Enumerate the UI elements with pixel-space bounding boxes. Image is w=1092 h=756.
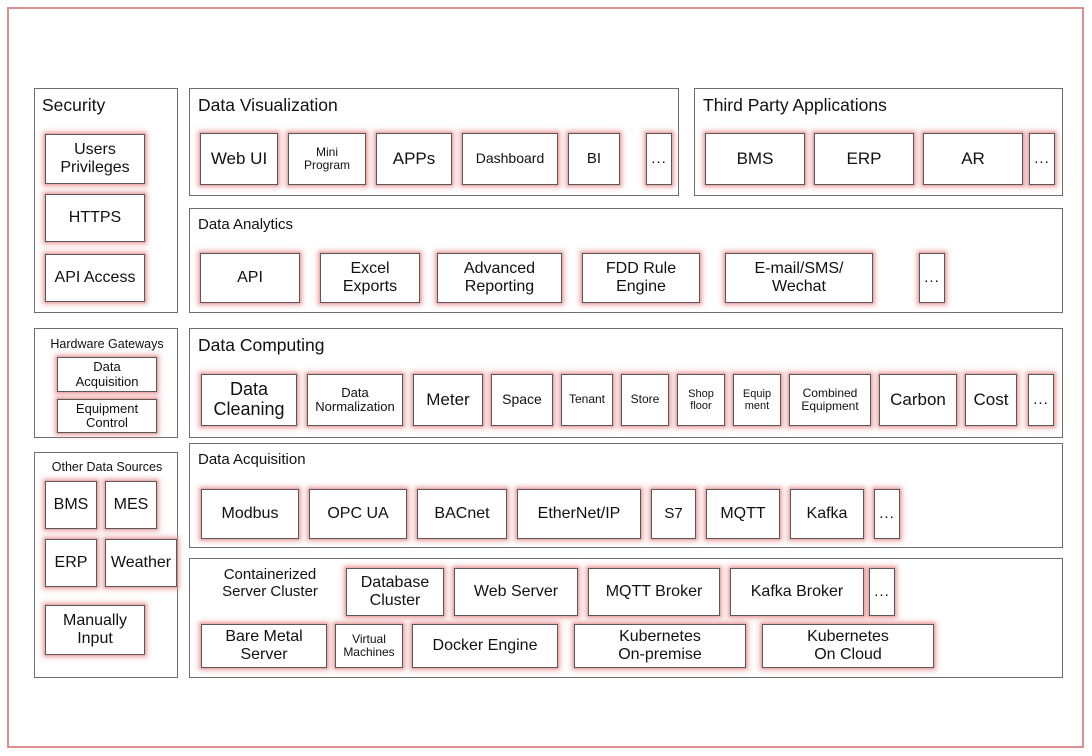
other-data-source-item-erp[interactable]: ERP [45, 539, 97, 587]
security-item-https[interactable]: HTTPS [45, 194, 145, 242]
data-computing-item-shop-floor[interactable]: Shop floor [677, 374, 725, 426]
data-acquisition-item-ethernet-ip[interactable]: EtherNet/IP [517, 489, 641, 539]
containerized-bottom-item-kubernetes-on-cloud[interactable]: Kubernetes On Cloud [762, 624, 934, 668]
data-acquisition-item-kafka[interactable]: Kafka [790, 489, 864, 539]
panel-data-visualization: Data Visualization Web UI Mini Program A… [189, 88, 679, 196]
data-acquisition-item-bacnet[interactable]: BACnet [417, 489, 507, 539]
data-acquisition-item-more[interactable]: ... [874, 489, 900, 539]
other-data-source-item-bms[interactable]: BMS [45, 481, 97, 529]
third-party-item-erp[interactable]: ERP [814, 133, 914, 185]
panel-data-visualization-title: Data Visualization [198, 95, 338, 115]
data-computing-item-data-normalization[interactable]: Data Normalization [307, 374, 403, 426]
panel-data-computing-title: Data Computing [198, 335, 325, 355]
data-computing-item-tenant[interactable]: Tenant [561, 374, 613, 426]
containerized-top-item-web-server[interactable]: Web Server [454, 568, 578, 616]
data-computing-item-space[interactable]: Space [491, 374, 553, 426]
panel-other-data-sources: Other Data Sources BMS MES ERP Weather M… [34, 452, 178, 678]
panel-data-analytics-title: Data Analytics [198, 216, 294, 233]
data-analytics-item-fdd-rule-engine[interactable]: FDD Rule Engine [582, 253, 700, 303]
panel-data-analytics: Data Analytics API Excel Exports Advance… [189, 208, 1063, 313]
third-party-item-ar[interactable]: AR [923, 133, 1023, 185]
security-item-users-privileges[interactable]: Users Privileges [45, 134, 145, 184]
data-visualization-item-bi[interactable]: BI [568, 133, 620, 185]
hardware-gateway-item-data-acquisition[interactable]: Data Acquisition [57, 357, 157, 392]
data-visualization-item-web-ui[interactable]: Web UI [200, 133, 278, 185]
panel-data-acquisition-title: Data Acquisition [198, 451, 306, 468]
data-computing-item-equipment[interactable]: Equip ment [733, 374, 781, 426]
data-computing-item-combined-equipment[interactable]: Combined Equipment [789, 374, 871, 426]
panel-third-party-applications: Third Party Applications BMS ERP AR ... [694, 88, 1063, 196]
security-item-api-access[interactable]: API Access [45, 254, 145, 302]
containerized-top-item-mqtt-broker[interactable]: MQTT Broker [588, 568, 720, 616]
containerized-top-item-database-cluster[interactable]: Database Cluster [346, 568, 444, 616]
other-data-source-item-weather[interactable]: Weather [105, 539, 177, 587]
data-analytics-item-email-sms-wechat[interactable]: E-mail/SMS/ Wechat [725, 253, 873, 303]
panel-containerized-server-cluster: Containerized Server Cluster Database Cl… [189, 558, 1063, 678]
data-computing-item-meter[interactable]: Meter [413, 374, 483, 426]
third-party-item-more[interactable]: ... [1029, 133, 1055, 185]
data-visualization-item-dashboard[interactable]: Dashboard [462, 133, 558, 185]
data-visualization-item-mini-program[interactable]: Mini Program [288, 133, 366, 185]
data-computing-item-carbon[interactable]: Carbon [879, 374, 957, 426]
data-acquisition-item-mqtt[interactable]: MQTT [706, 489, 780, 539]
panel-containerized-server-cluster-title: Containerized Server Cluster [222, 566, 318, 600]
data-analytics-item-advanced-reporting[interactable]: Advanced Reporting [437, 253, 562, 303]
other-data-source-item-manually-input[interactable]: Manually Input [45, 605, 145, 655]
data-analytics-item-excel-exports[interactable]: Excel Exports [320, 253, 420, 303]
panel-hardware-gateways-title: Hardware Gateways [50, 337, 164, 351]
third-party-item-bms[interactable]: BMS [705, 133, 805, 185]
panel-data-computing: Data Computing Data Cleaning Data Normal… [189, 328, 1063, 438]
containerized-bottom-item-virtual-machines[interactable]: Virtual Machines [335, 624, 403, 668]
data-visualization-item-apps[interactable]: APPs [376, 133, 452, 185]
panel-hardware-gateways: Hardware Gateways Data Acquisition Equip… [34, 328, 178, 438]
data-analytics-item-api[interactable]: API [200, 253, 300, 303]
data-visualization-item-more[interactable]: ... [646, 133, 672, 185]
panel-data-acquisition: Data Acquisition Modbus OPC UA BACnet Et… [189, 443, 1063, 548]
hardware-gateway-item-equipment-control[interactable]: Equipment Control [57, 399, 157, 433]
data-acquisition-item-s7[interactable]: S7 [651, 489, 696, 539]
data-acquisition-item-opc-ua[interactable]: OPC UA [309, 489, 407, 539]
data-computing-item-data-cleaning[interactable]: Data Cleaning [201, 374, 297, 426]
panel-security: Security Users Privileges HTTPS API Acce… [34, 88, 178, 313]
containerized-bottom-item-kubernetes-on-premise[interactable]: Kubernetes On-premise [574, 624, 746, 668]
containerized-top-item-kafka-broker[interactable]: Kafka Broker [730, 568, 864, 616]
data-computing-item-store[interactable]: Store [621, 374, 669, 426]
panel-security-title: Security [42, 95, 106, 115]
containerized-bottom-item-bare-metal-server[interactable]: Bare Metal Server [201, 624, 327, 668]
panel-other-data-sources-title: Other Data Sources [51, 460, 163, 474]
data-computing-item-cost[interactable]: Cost [965, 374, 1017, 426]
data-computing-item-more[interactable]: ... [1028, 374, 1054, 426]
containerized-bottom-item-docker-engine[interactable]: Docker Engine [412, 624, 558, 668]
containerized-top-item-more[interactable]: ... [869, 568, 895, 616]
data-analytics-item-more[interactable]: ... [919, 253, 945, 303]
data-acquisition-item-modbus[interactable]: Modbus [201, 489, 299, 539]
panel-third-party-applications-title: Third Party Applications [703, 95, 887, 115]
other-data-source-item-mes[interactable]: MES [105, 481, 157, 529]
